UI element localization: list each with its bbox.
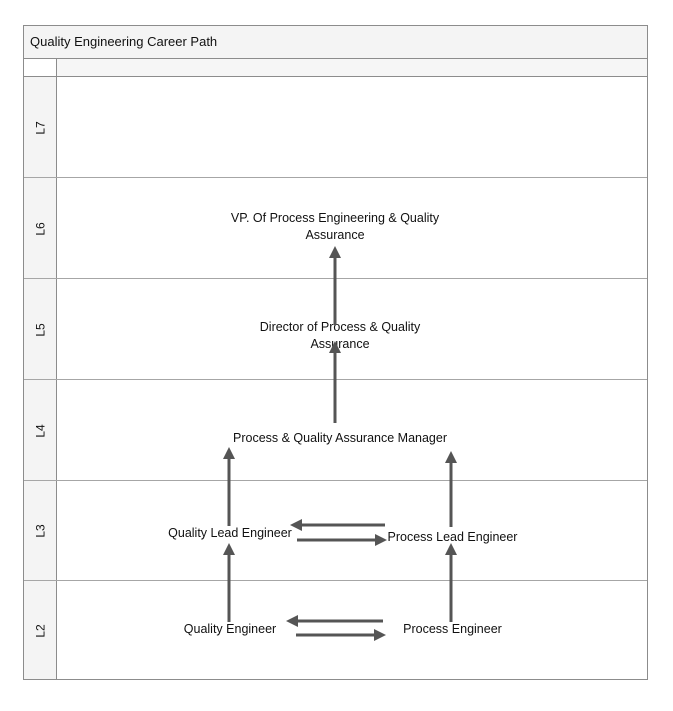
header-band [57,59,647,76]
diagram-title: Quality Engineering Career Path [30,34,218,49]
header-corner [24,59,57,76]
node-process-engineer: Process Engineer [403,622,502,636]
node-process-lead: Process Lead Engineer [387,530,518,544]
node-manager: Process & Quality Assurance Manager [233,431,447,445]
lane-l7: L7 [24,77,647,178]
diagram-frame: Quality Engineering Career Path L7 L6 L5… [23,25,648,680]
lane-l3: L3 [24,481,647,581]
header-row [24,59,647,77]
title-bar: Quality Engineering Career Path [24,26,647,59]
node-quality-engineer: Quality Engineer [183,622,277,636]
node-quality-lead: Quality Lead Engineer [168,526,292,540]
node-vp: VP. Of Process Engineering & Quality Ass… [230,211,440,242]
lane-l4: L4 [24,380,647,481]
